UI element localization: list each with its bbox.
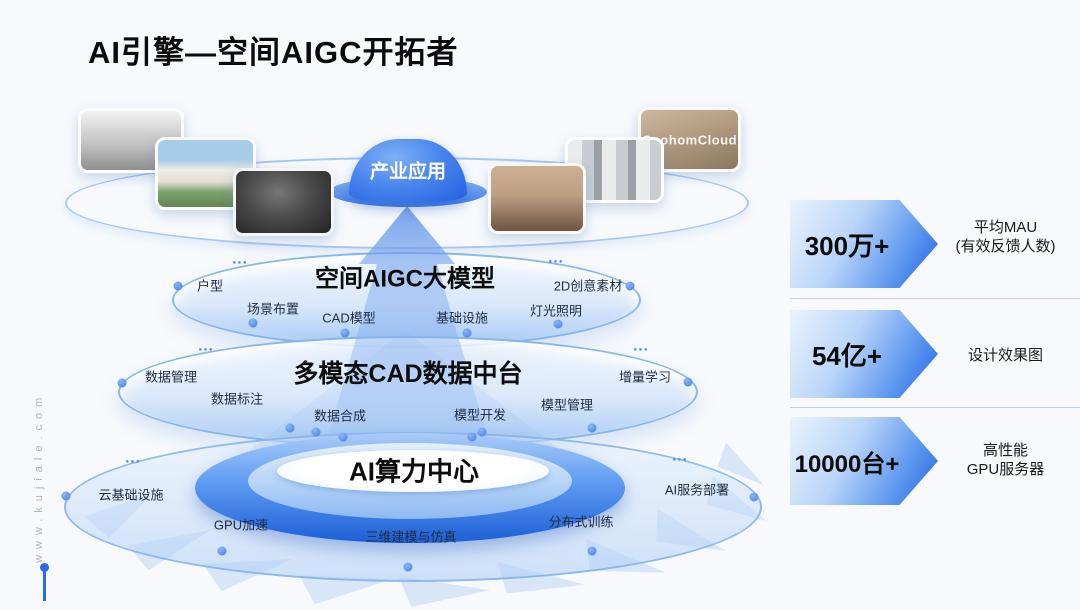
layer3-item: AI服务部署 xyxy=(664,482,730,498)
coohom-cloud-overlay-text: CoohomCloud xyxy=(641,132,738,147)
living-room-image xyxy=(488,163,586,234)
connector-dot xyxy=(285,423,295,433)
layer3-item: GPU加速 xyxy=(213,517,269,533)
connector-dot xyxy=(683,377,693,387)
corner-line-decoration xyxy=(43,570,46,601)
layer1-title: 空间AIGC大模型 xyxy=(315,265,495,293)
compute-core-ellipse xyxy=(277,450,549,492)
layer1-item: 基础设施 xyxy=(435,310,489,326)
ellipsis-mark: ... xyxy=(125,449,141,467)
connector-dot xyxy=(467,432,477,442)
layer2-item: 数据标注 xyxy=(210,391,264,407)
stat-separator xyxy=(790,407,1080,408)
stat-description: 平均MAU (有效反馈人数) xyxy=(938,218,1073,256)
stat-description-line: GPU服务器 xyxy=(966,461,1045,478)
connector-dot xyxy=(217,546,227,556)
layer2-item: 增量学习 xyxy=(618,369,672,385)
stat-description-line: 高性能 xyxy=(982,442,1028,459)
page-title: AI引擎—空间AIGC开拓者 xyxy=(88,35,459,70)
connector-dot xyxy=(338,432,348,442)
ellipsis-mark: ... xyxy=(672,447,688,465)
connector-dot xyxy=(553,319,563,329)
stat-description-line: 平均MAU xyxy=(973,219,1038,236)
apex-dome xyxy=(349,139,467,203)
connector-dot xyxy=(477,427,487,437)
connector-dot xyxy=(587,546,597,556)
connector-dot xyxy=(403,562,413,572)
layer2-item: 模型开发 xyxy=(453,407,507,423)
watermark-url: www.kujiale.com xyxy=(33,391,45,563)
layer1-item: 2D创意素材 xyxy=(553,278,623,294)
connector-dot xyxy=(749,492,759,502)
connector-dot xyxy=(340,328,350,338)
layer1-item: 场景布置 xyxy=(246,301,300,317)
connector-dot xyxy=(462,328,472,338)
stat-value: 54亿+ xyxy=(811,340,883,371)
layer3-title: AI算力中心 xyxy=(348,456,480,487)
stat-separator xyxy=(790,298,1080,299)
layer1-item: 户型 xyxy=(196,278,224,294)
connector-dot xyxy=(117,378,127,388)
stat-description: 设计效果图 xyxy=(938,346,1073,365)
ellipsis-mark: ... xyxy=(232,250,248,268)
layer1-item: 灯光照明 xyxy=(529,303,583,319)
layer3-item: 云基础设施 xyxy=(98,487,164,503)
ellipsis-mark: ... xyxy=(633,337,649,355)
apex-label: 产业应用 xyxy=(369,161,447,183)
layer3-item: 三维建模与仿真 xyxy=(365,529,457,545)
layer2-item: 模型管理 xyxy=(540,397,594,413)
connector-dot xyxy=(173,281,183,291)
stat-arrow-mau: 300万+ xyxy=(790,200,938,288)
connector-dot xyxy=(311,427,321,437)
layer2-title: 多模态CAD数据中台 xyxy=(293,360,523,388)
connector-dot xyxy=(625,281,635,291)
ellipsis-mark: ... xyxy=(198,337,214,355)
corner-dot-decoration xyxy=(40,563,49,572)
connector-dot xyxy=(248,318,258,328)
stat-arrow-renders: 54亿+ xyxy=(790,310,938,398)
ellipsis-mark: ... xyxy=(548,249,564,267)
bedroom-depth-image xyxy=(233,168,334,236)
stat-value: 300万+ xyxy=(804,230,890,261)
layer1-item: CAD模型 xyxy=(322,310,376,326)
layer2-item: 数据管理 xyxy=(144,369,198,385)
stat-value: 10000台+ xyxy=(794,450,900,478)
connector-dot xyxy=(587,423,597,433)
layer2-item: 数据合成 xyxy=(313,408,367,424)
stat-description-line: 设计效果图 xyxy=(967,347,1043,364)
layer3-item: 分布式训练 xyxy=(548,514,614,530)
stat-description-line: (有效反馈人数) xyxy=(955,238,1056,255)
connector-dot xyxy=(61,491,71,501)
stat-arrow-gpu: 10000台+ xyxy=(790,417,938,505)
stat-description: 高性能 GPU服务器 xyxy=(938,441,1073,479)
